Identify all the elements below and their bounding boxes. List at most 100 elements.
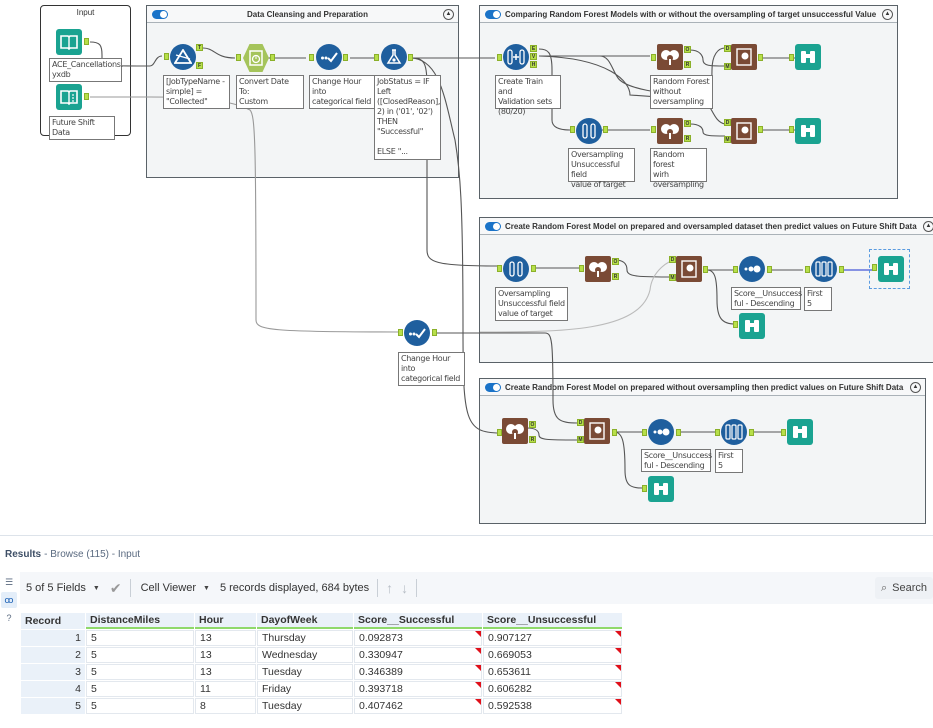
data-anchor[interactable]: D bbox=[577, 419, 584, 426]
table-cell[interactable]: Wednesday bbox=[257, 647, 353, 663]
container-toggle[interactable] bbox=[485, 9, 501, 19]
report-anchor[interactable]: R bbox=[612, 273, 619, 280]
data-anchor[interactable]: D bbox=[724, 119, 731, 126]
score-tool[interactable] bbox=[731, 118, 757, 144]
random-forest-tool[interactable] bbox=[657, 44, 683, 70]
cell-viewer-dropdown[interactable]: Cell Viewer ▼ bbox=[135, 582, 216, 594]
output-anchor[interactable] bbox=[612, 429, 617, 436]
input-data-tool[interactable] bbox=[56, 29, 82, 55]
help-icon[interactable]: ? bbox=[6, 613, 12, 623]
validation-anchor[interactable]: V bbox=[530, 53, 537, 60]
browse-tool-selected[interactable] bbox=[878, 256, 904, 282]
arrow-down-icon[interactable]: ↓ bbox=[401, 580, 409, 596]
table-cell[interactable]: 13 bbox=[195, 664, 256, 680]
browse-tool[interactable] bbox=[787, 419, 813, 445]
output-anchor[interactable] bbox=[758, 54, 763, 61]
input-anchor[interactable] bbox=[642, 429, 647, 436]
table-cell[interactable]: 0.592538 bbox=[483, 698, 622, 714]
formula-tool[interactable] bbox=[404, 320, 430, 346]
input-anchor[interactable] bbox=[789, 54, 794, 61]
table-cell[interactable]: Tuesday bbox=[257, 664, 353, 680]
input-anchor[interactable] bbox=[733, 266, 738, 273]
input-anchor[interactable] bbox=[872, 264, 877, 271]
true-anchor[interactable]: T bbox=[196, 44, 203, 51]
score-tool[interactable] bbox=[584, 418, 610, 444]
estimation-anchor[interactable]: E bbox=[530, 45, 537, 52]
output-anchor[interactable] bbox=[432, 329, 437, 336]
output-anchor[interactable] bbox=[270, 54, 275, 61]
container-toggle[interactable] bbox=[485, 221, 501, 231]
browse-tool[interactable] bbox=[795, 44, 821, 70]
oversample-tool[interactable] bbox=[503, 256, 529, 282]
formula-tool[interactable] bbox=[316, 44, 342, 70]
input-anchor[interactable] bbox=[789, 126, 794, 133]
table-cell[interactable]: Friday bbox=[257, 681, 353, 697]
binoculars-icon[interactable]: ꝏ bbox=[1, 592, 17, 608]
column-header[interactable]: Score__Successful bbox=[354, 613, 482, 629]
arrow-up-icon[interactable]: ↑ bbox=[386, 580, 394, 596]
input-anchor[interactable] bbox=[570, 126, 575, 133]
table-cell[interactable]: 11 bbox=[195, 681, 256, 697]
input-anchor[interactable] bbox=[733, 321, 738, 328]
score-tool[interactable] bbox=[731, 44, 757, 70]
table-cell[interactable]: 0.653611 bbox=[483, 664, 622, 680]
oversample-tool[interactable] bbox=[576, 118, 602, 144]
false-anchor[interactable]: F bbox=[196, 62, 203, 69]
browse-tool[interactable] bbox=[739, 313, 765, 339]
output-anchor[interactable] bbox=[767, 266, 772, 273]
input-anchor[interactable] bbox=[651, 126, 656, 133]
column-header[interactable]: Record bbox=[21, 613, 85, 629]
table-cell[interactable]: 5 bbox=[86, 698, 194, 714]
sort-tool[interactable] bbox=[739, 256, 765, 282]
fields-dropdown[interactable]: 5 of 5 Fields ▼ bbox=[20, 582, 106, 594]
table-cell[interactable]: 5 bbox=[86, 647, 194, 663]
collapse-icon[interactable]: ▲ bbox=[923, 220, 933, 232]
random-forest-tool[interactable] bbox=[585, 256, 611, 282]
table-cell[interactable]: 0.669053 bbox=[483, 647, 622, 663]
output-anchor[interactable] bbox=[758, 126, 763, 133]
collapse-icon[interactable]: ▲ bbox=[882, 8, 893, 20]
data-anchor[interactable]: D bbox=[724, 45, 731, 52]
input-anchor[interactable] bbox=[805, 266, 810, 273]
input-anchor[interactable] bbox=[398, 329, 403, 336]
input-anchor[interactable] bbox=[497, 54, 502, 61]
data-anchor[interactable]: D bbox=[669, 256, 676, 263]
search-button[interactable]: ⌕ Search bbox=[874, 577, 933, 599]
output-anchor[interactable] bbox=[343, 54, 348, 61]
record-number[interactable]: 2 bbox=[21, 647, 85, 663]
random-forest-tool[interactable] bbox=[502, 418, 528, 444]
score-tool[interactable] bbox=[676, 256, 702, 282]
output-anchor[interactable] bbox=[408, 54, 413, 61]
browse-tool[interactable] bbox=[648, 476, 674, 502]
table-cell[interactable]: 13 bbox=[195, 647, 256, 663]
record-number[interactable]: 3 bbox=[21, 664, 85, 680]
output-anchor[interactable] bbox=[603, 126, 608, 133]
output-anchor[interactable] bbox=[703, 266, 708, 273]
table-cell[interactable]: 0.346389 bbox=[354, 664, 482, 680]
column-header[interactable]: DistanceMiles bbox=[86, 613, 194, 629]
container-toggle[interactable] bbox=[152, 9, 168, 19]
random-forest-tool[interactable] bbox=[657, 118, 683, 144]
object-anchor[interactable]: O bbox=[529, 421, 536, 428]
object-anchor[interactable]: O bbox=[612, 258, 619, 265]
output-anchor[interactable] bbox=[84, 38, 89, 45]
filter-tool[interactable] bbox=[170, 44, 196, 70]
table-cell[interactable]: 0.330947 bbox=[354, 647, 482, 663]
table-cell[interactable]: 0.393718 bbox=[354, 681, 482, 697]
text-input-tool[interactable] bbox=[56, 84, 82, 110]
output-anchor[interactable] bbox=[749, 429, 754, 436]
output-anchor[interactable] bbox=[839, 266, 844, 273]
holdout-anchor[interactable]: H bbox=[530, 61, 537, 68]
input-anchor[interactable] bbox=[642, 485, 647, 492]
collapse-icon[interactable]: ▲ bbox=[910, 381, 921, 393]
report-anchor[interactable]: R bbox=[529, 436, 536, 443]
object-anchor[interactable]: O bbox=[684, 120, 691, 127]
input-anchor[interactable] bbox=[164, 53, 169, 60]
input-anchor[interactable] bbox=[715, 429, 720, 436]
record-number[interactable]: 4 bbox=[21, 681, 85, 697]
